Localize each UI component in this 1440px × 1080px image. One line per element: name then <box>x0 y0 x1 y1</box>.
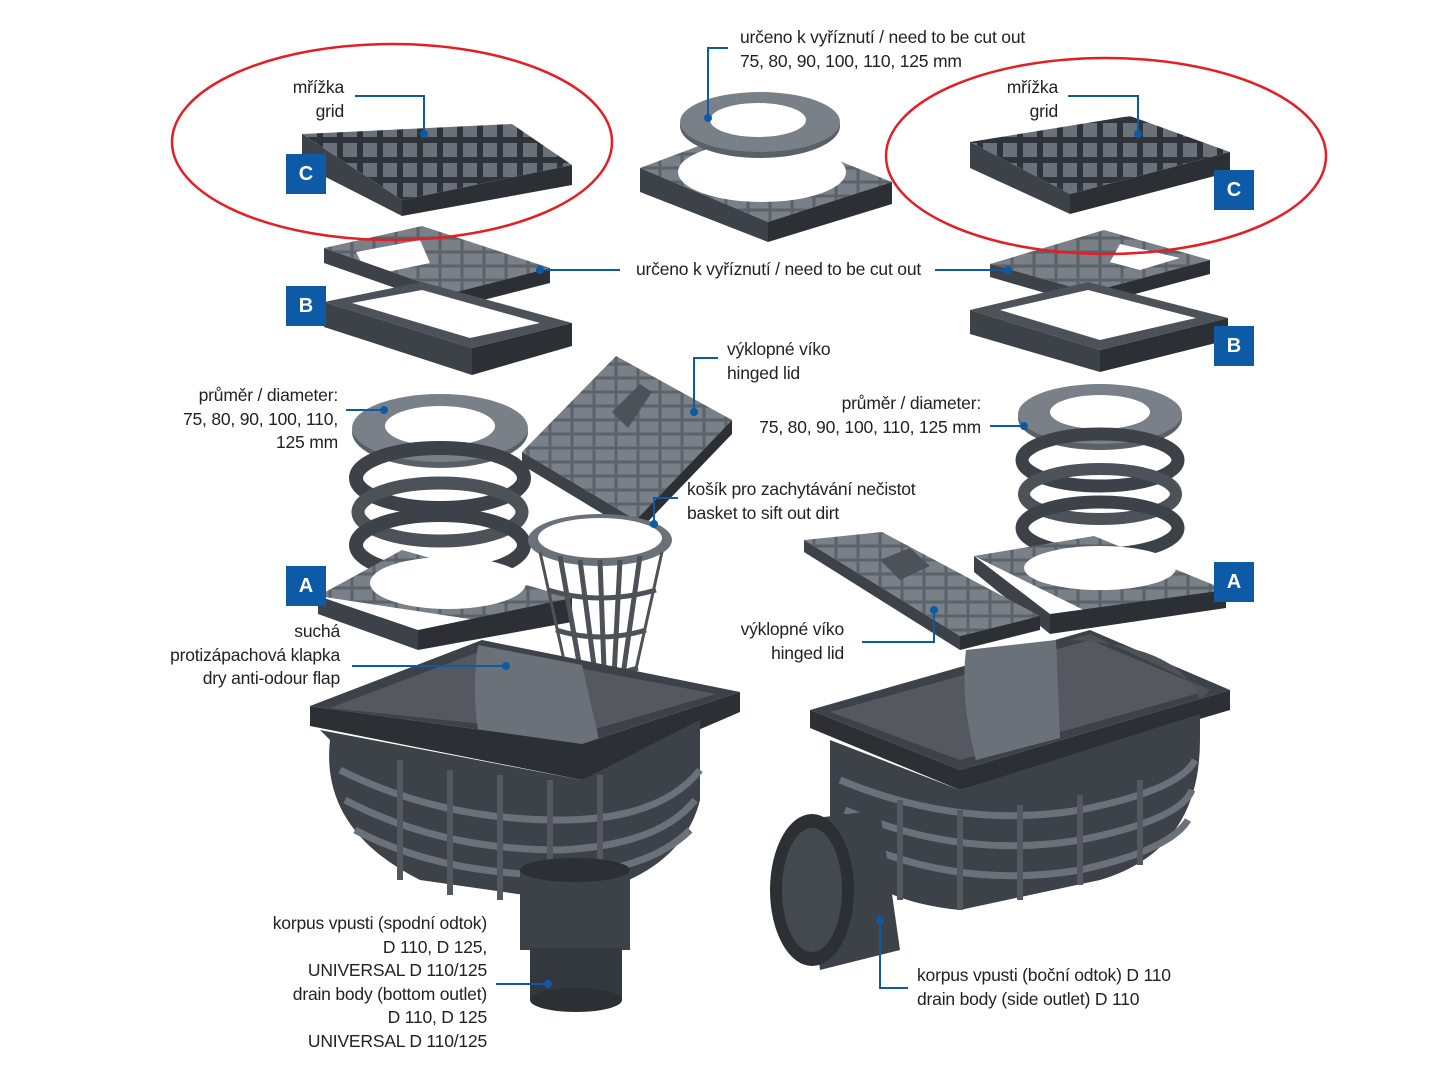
grid-part-right <box>970 116 1230 214</box>
label-cut-out-middle: určeno k vyříznutí / need to be cut out <box>636 259 922 279</box>
label-basket: košík pro zachytávání nečistot basket to… <box>687 479 916 523</box>
badge-b-right: B <box>1214 326 1254 366</box>
basket-part <box>528 514 672 706</box>
frame-left <box>324 282 572 375</box>
ring-stack-right <box>1015 384 1185 561</box>
label-diameter-right: průměr / diameter: 75, 80, 90, 100, 110,… <box>759 393 981 437</box>
drain-body-side <box>770 630 1230 970</box>
ring-stack-left <box>349 394 531 582</box>
label-hinged-lid-right: výklopné víko hinged lid <box>740 619 845 663</box>
label-diameter-left: průměr / diameter: 75, 80, 90, 100, 110,… <box>182 385 338 452</box>
label-grid-right: mřížka grid <box>1006 77 1059 121</box>
label-drain-side: korpus vpusti (boční odtok) D 110 drain … <box>917 965 1171 1009</box>
label-cut-out-top: určeno k vyříznutí / need to be cut out … <box>740 27 1026 71</box>
highlight-ellipse-left <box>170 42 614 242</box>
badge-c-left: C <box>286 154 326 194</box>
badge-b-left: B <box>286 286 326 326</box>
ring-frame-left <box>318 550 572 650</box>
label-drain-bottom: korpus vpusti (spodní odtok) D 110, D 12… <box>272 913 487 1051</box>
badge-a-right: A <box>1214 562 1254 602</box>
ring-frame-top <box>640 92 892 242</box>
highlight-ellipse-right <box>884 56 1328 256</box>
badge-c-right: C <box>1214 170 1254 210</box>
frame-right <box>970 282 1228 372</box>
label-grid-left: mřížka grid <box>292 77 345 121</box>
grid-part-left <box>302 124 572 216</box>
leader-lines <box>346 47 1142 989</box>
label-hinged-lid-top: výklopné víko hinged lid <box>727 339 831 383</box>
hinged-lid-top <box>522 356 732 534</box>
badge-a-left: A <box>286 566 326 606</box>
label-flap: suchá protizápachová klapka dry anti-odo… <box>170 621 340 688</box>
hinged-lid-right <box>804 532 1040 650</box>
